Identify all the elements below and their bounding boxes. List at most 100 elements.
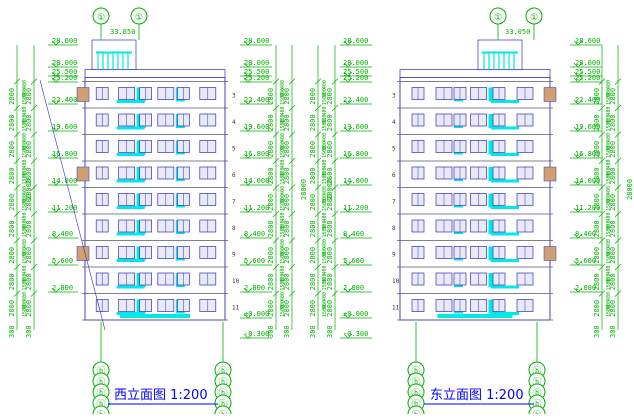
west-axis-top-1 — [92, 7, 110, 25]
west-left-level-mark — [51, 71, 61, 77]
center-sub-r-window-dim: 400 — [322, 133, 328, 142]
west-left-level-mark — [51, 180, 61, 186]
west-left-level-label: 25.200 — [52, 74, 77, 82]
east-axis-top-2 — [525, 7, 543, 25]
center-sub-r-window-dim: 400 — [322, 80, 328, 89]
west-left-level-mark — [51, 260, 61, 266]
east-balcony-rail — [491, 206, 519, 209]
center-right-level-label: 25.200 — [343, 74, 368, 82]
west-inner-dim-tick — [30, 210, 38, 218]
center-left-level-label: 16.800 — [244, 150, 269, 158]
center-right-level-mark — [343, 77, 353, 83]
center-sub-r-window-dim: 1500 — [322, 278, 328, 290]
west-inner-dim-tick — [30, 78, 38, 85]
east-outer-floor-dim: 2800 — [609, 194, 617, 211]
east-right-level-label: 22.400 — [575, 96, 600, 104]
center-left-inner-dim-tick — [272, 184, 280, 191]
west-left-level-label: 16.800 — [52, 150, 77, 158]
west-brick-panel — [76, 87, 90, 102]
center-left-outer-floor-dim: 2800 — [283, 114, 291, 131]
center-left-outer-dim-tick — [288, 157, 296, 165]
center-right-outer-dim-tick — [314, 104, 322, 112]
west-outer-dim-tick — [13, 210, 21, 218]
center-right-inner-floor-dim: 2800 — [326, 141, 334, 158]
west-sub-window-dim: 400 — [22, 186, 28, 195]
east-balcony-rail — [491, 126, 519, 130]
center-left-level-mark — [243, 180, 253, 186]
west-axis-bottom-marker-label: ⓗ — [96, 366, 105, 377]
center-right-outer-dim-tick — [314, 237, 322, 244]
east-inner-floor-dim: 2800 — [593, 247, 601, 264]
east-outer-floor-dim: 2800 — [609, 114, 617, 131]
west-balcony-rail — [116, 285, 145, 289]
west-outer-floor-dim: 2800 — [8, 220, 16, 237]
west-sub-window-dim: 1500 — [22, 199, 28, 211]
west-floor-number: 6 — [232, 172, 236, 179]
west-floor-number: 7 — [232, 199, 236, 206]
east-balcony-rail — [491, 100, 519, 103]
east-outer-floor-dim: 2800 — [609, 88, 617, 105]
west-inner-dim-tick — [30, 237, 38, 244]
west-left-level-mark — [51, 126, 61, 132]
east-sub-window-dim: 1500 — [606, 225, 612, 237]
west-left-level-label: 25.500 — [52, 68, 77, 76]
center-left-outer-floor-dim: 2800 — [283, 141, 291, 158]
center-left-level-label: 25.500 — [244, 68, 269, 76]
east-sub-window-dim: 400 — [606, 186, 612, 195]
center-left-outer-floor-dim: 2800 — [283, 167, 291, 184]
center-right-outer-dim-tick — [314, 157, 322, 165]
east-outer-dim-tick — [614, 290, 622, 297]
east-inner-dim-tick — [598, 290, 606, 297]
west-sub-window-dim: 400 — [22, 212, 28, 221]
east-inner-floor-dim: 2800 — [593, 220, 601, 237]
center-left-inner-dim-tick — [272, 210, 280, 218]
west-axis-bottom-marker-label: ⓗ — [96, 377, 105, 388]
center-right-level-label: ±0.000 — [343, 310, 368, 318]
center-left-outer-floor-dim: 2800 — [283, 273, 291, 290]
east-inner-floor-dim: 2800 — [593, 88, 601, 105]
east-floor-number: 7 — [392, 199, 396, 206]
west-inner-dim-tick — [30, 131, 38, 138]
center-right-outer-floor-dim: 2800 — [309, 141, 317, 158]
center-sub-window-dim: 1500 — [280, 225, 286, 237]
center-sub-r-window-dim: 1500 — [322, 146, 328, 158]
east-inner-floor-dim: 2800 — [593, 300, 601, 317]
west-brick-panel — [76, 166, 90, 182]
center-sub-window-dim: 900 — [280, 220, 286, 229]
west-sub-window-dim: 1500 — [22, 93, 28, 105]
center-left-level-mark — [243, 333, 253, 339]
west-inner-floor-dim: 2800 — [25, 273, 33, 290]
center-left-outer-dim-tick — [288, 78, 296, 85]
west-floor-number: 4 — [232, 119, 236, 126]
center-right-level-mark — [343, 260, 353, 266]
east-right-level-mark — [573, 180, 583, 186]
center-sub-r-window-dim: 1500 — [322, 199, 328, 211]
east-axis-top-2-label: ① — [530, 13, 538, 23]
east-inner-dim-tick — [598, 131, 606, 138]
west-axis-bottom-marker-label: ⓗ — [96, 388, 105, 399]
center-left-level-label: ±0.000 — [244, 310, 269, 318]
center-right-level-label: 5.600 — [343, 257, 364, 265]
east-axis-bottom-marker-label: ⓗ — [532, 399, 541, 410]
center-left-outer-base-dim: 300 — [283, 325, 291, 338]
center-left-outer-dim-tick — [288, 131, 296, 138]
center-left-inner-floor-dim: 2800 — [267, 141, 275, 158]
west-left-level-label: 2.800 — [52, 284, 73, 292]
center-right-inner-floor-dim: 2800 — [326, 194, 334, 211]
west-outer-floor-dim: 2800 — [8, 141, 16, 158]
center-left-outer-total-dim: 28000 — [300, 179, 308, 200]
east-right-level-label: 14.000 — [575, 177, 600, 185]
center-left-inner-dim-tick — [272, 131, 280, 138]
east-outer-dim-tick — [614, 184, 622, 191]
east-outer-floor-dim: 2800 — [609, 273, 617, 290]
east-outer-floor-dim: 2800 — [609, 220, 617, 237]
west-left-level-label: 11.200 — [52, 204, 77, 212]
center-left-level-label: 28.600 — [244, 37, 269, 45]
east-brick-panel — [543, 246, 557, 261]
east-right-level-label: 28.600 — [575, 37, 600, 45]
east-balcony-rail — [491, 312, 519, 315]
east-outer-floor-dim: 2800 — [609, 141, 617, 158]
west-axis-bottom-marker-label: ⓗ — [218, 399, 227, 410]
east-sub-window-dim: 1500 — [606, 278, 612, 290]
